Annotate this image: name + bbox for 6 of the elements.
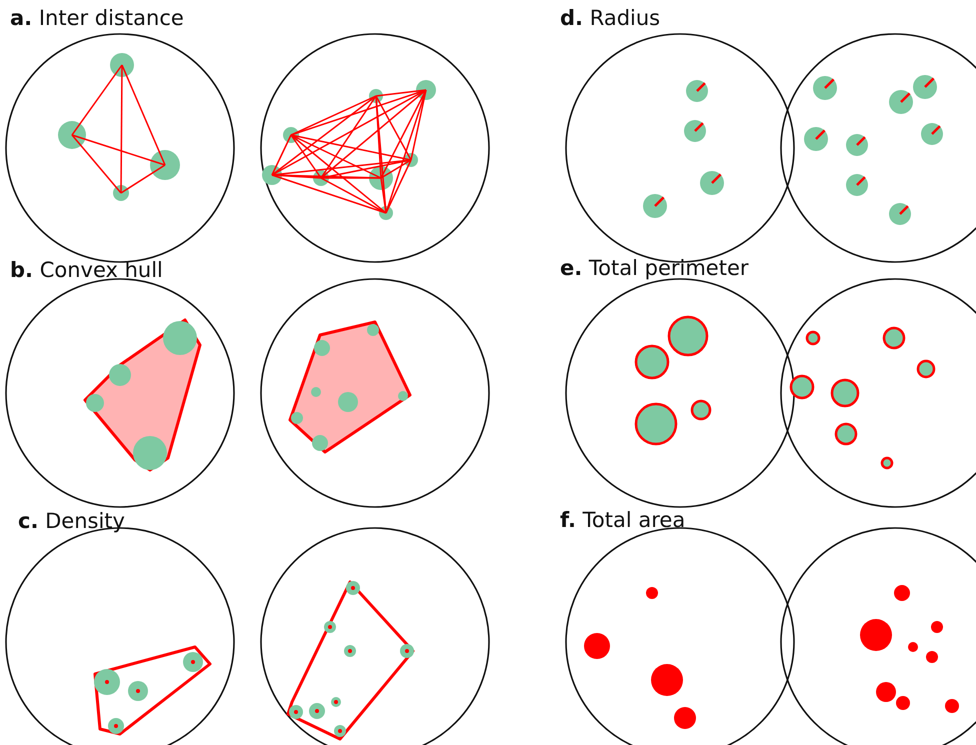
- panel-title: a. Inter distance: [10, 6, 184, 30]
- panel-title: d. Radius: [560, 6, 660, 30]
- panel-title: e. Total perimeter: [560, 256, 749, 280]
- panel-title: c. Density: [18, 509, 125, 533]
- panel-title: b. Convex hull: [10, 258, 163, 282]
- panel-title: f. Total area: [560, 508, 686, 532]
